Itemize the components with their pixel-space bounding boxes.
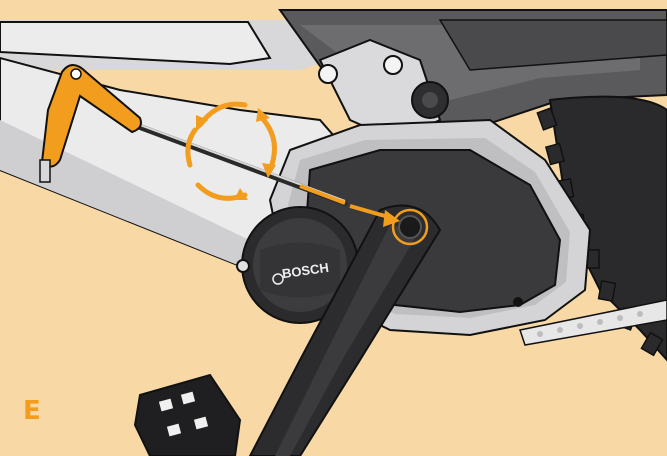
pivot-bolt <box>318 64 338 84</box>
crank-bolt <box>398 215 422 239</box>
chain <box>519 299 667 346</box>
crank-arm-highlight <box>275 225 420 456</box>
bosch-logo: BOSCH <box>281 260 330 281</box>
pivot-bolt-2 <box>383 55 403 75</box>
direction-arrow-icon <box>383 210 400 227</box>
pivot-axle-inner <box>422 92 438 108</box>
top-tube <box>0 21 272 66</box>
hex-key-icon <box>39 64 142 183</box>
pedal <box>133 373 242 456</box>
hex-key-tip <box>299 184 346 205</box>
bolt-highlight-icon <box>391 208 429 246</box>
pivot-bracket <box>318 38 442 142</box>
frame-bolt <box>236 259 250 273</box>
linkage-arm <box>438 19 667 71</box>
bosch-logo-mark <box>272 273 284 285</box>
down-tube-shade <box>0 120 270 270</box>
motor-screw <box>513 297 523 307</box>
rotation-arrowheads <box>196 108 276 200</box>
step-label: E <box>23 396 41 426</box>
